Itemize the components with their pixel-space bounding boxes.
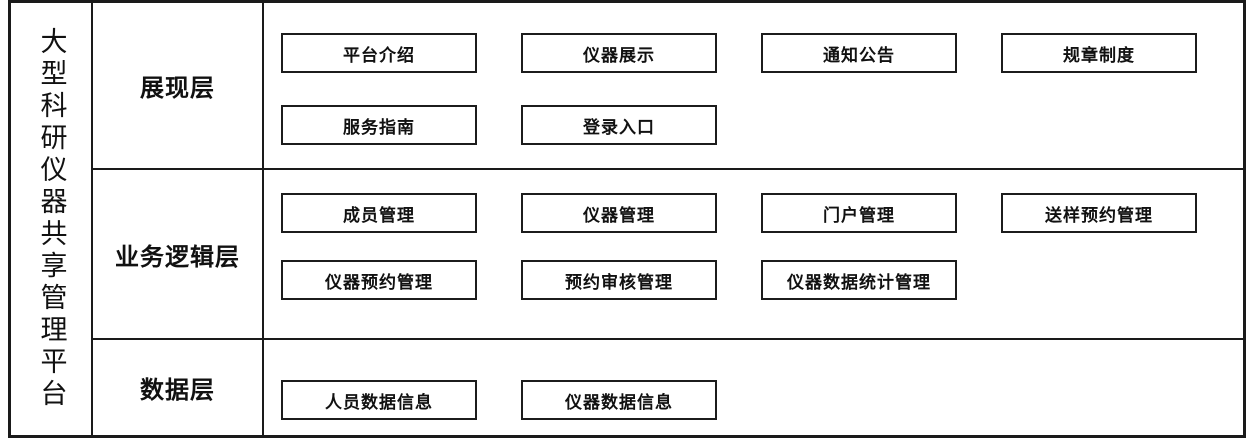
module-box-service-guide: 服务指南: [281, 105, 477, 145]
layer-label-presentation: 展现层: [93, 3, 264, 168]
module-box-instrument-data-statistics-management: 仪器数据统计管理: [761, 260, 957, 300]
layer-presentation: 展现层 平台介绍 仪器展示 通知公告 规章制度 服务指南 登录入口: [93, 3, 1243, 170]
layer-content-business-logic: 成员管理 仪器管理 门户管理 送样预约管理 仪器预约管理 预约审核管理 仪器数据…: [264, 170, 1243, 338]
business-row-1: 成员管理 仪器管理 门户管理 送样预约管理: [281, 193, 1243, 233]
presentation-row-1: 平台介绍 仪器展示 通知公告 规章制度: [281, 33, 1243, 73]
layer-content-presentation: 平台介绍 仪器展示 通知公告 规章制度 服务指南 登录入口: [264, 3, 1243, 168]
layer-business-logic: 业务逻辑层 成员管理 仪器管理 门户管理 送样预约管理 仪器预约管理 预约审核管…: [93, 170, 1243, 340]
platform-title: 大型科研仪器共享管理平台: [36, 27, 67, 411]
business-row-2: 仪器预约管理 预约审核管理 仪器数据统计管理: [281, 260, 1243, 300]
presentation-row-2: 服务指南 登录入口: [281, 105, 1243, 145]
layer-data: 数据层 人员数据信息 仪器数据信息: [93, 340, 1243, 435]
layer-content-data: 人员数据信息 仪器数据信息: [264, 340, 1243, 435]
layer-label-business-logic: 业务逻辑层: [93, 170, 264, 338]
module-box-platform-intro: 平台介绍: [281, 33, 477, 73]
module-box-login-entrance: 登录入口: [521, 105, 717, 145]
module-box-instrument-display: 仪器展示: [521, 33, 717, 73]
layers-column: 展现层 平台介绍 仪器展示 通知公告 规章制度 服务指南 登录入口 业务逻辑层 …: [93, 3, 1243, 435]
architecture-diagram: 大型科研仪器共享管理平台 展现层 平台介绍 仪器展示 通知公告 规章制度 服务指…: [8, 0, 1246, 438]
layer-label-data: 数据层: [93, 340, 264, 435]
module-box-portal-management: 门户管理: [761, 193, 957, 233]
module-box-personnel-data-info: 人员数据信息: [281, 380, 477, 420]
module-box-rules-regulations: 规章制度: [1001, 33, 1197, 73]
module-box-reservation-review-management: 预约审核管理: [521, 260, 717, 300]
module-box-member-management: 成员管理: [281, 193, 477, 233]
platform-title-cell: 大型科研仪器共享管理平台: [11, 3, 93, 435]
module-box-notice-announcement: 通知公告: [761, 33, 957, 73]
module-box-instrument-reservation-management: 仪器预约管理: [281, 260, 477, 300]
module-box-instrument-data-info: 仪器数据信息: [521, 380, 717, 420]
data-row-1: 人员数据信息 仪器数据信息: [281, 380, 1243, 420]
module-box-instrument-management: 仪器管理: [521, 193, 717, 233]
module-box-sample-reservation-management: 送样预约管理: [1001, 193, 1197, 233]
